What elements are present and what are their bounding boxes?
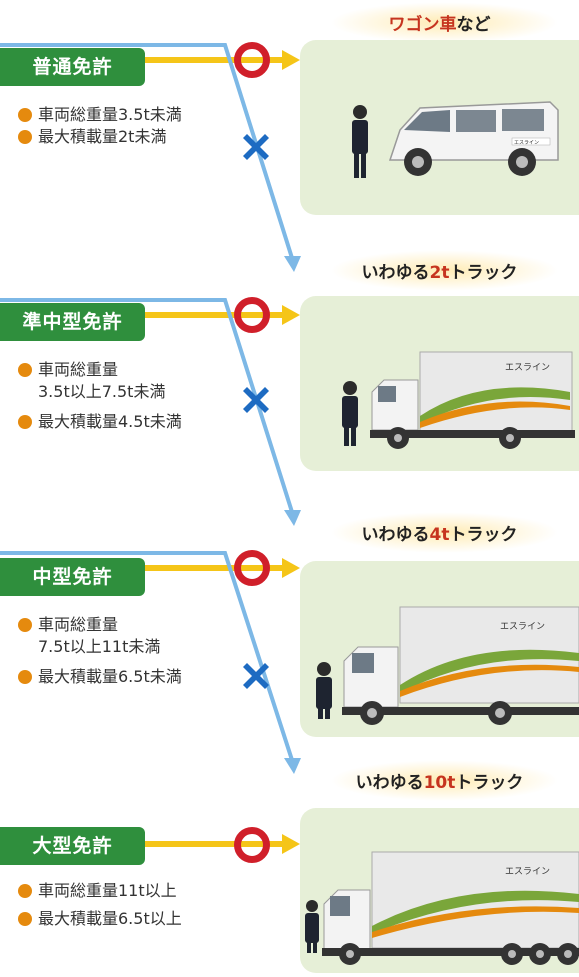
blue-arrowhead-3 <box>284 758 301 774</box>
spec-text: 車両総重量3.5t未満 <box>38 105 182 124</box>
driver-figure <box>342 381 358 446</box>
license-tag-large: 大型免許 <box>0 827 145 865</box>
spec-item: 車両総重量 7.5t以上11t未満 <box>18 614 182 658</box>
license-tag-standard: 普通免許 <box>0 48 145 86</box>
blue-line-3 <box>0 551 294 761</box>
vehicle-panel-4t: エスライン <box>300 561 579 737</box>
bullet-icon <box>18 912 32 926</box>
bullet-icon <box>18 618 32 632</box>
spec-text: 車両総重量 7.5t以上11t未満 <box>38 615 161 656</box>
ok-circle-icon <box>234 550 270 586</box>
yellow-arrowhead-4 <box>282 834 300 854</box>
spec-text: 車両総重量11t以上 <box>38 881 177 900</box>
spec-text: 最大積載量6.5t未満 <box>38 667 182 686</box>
vehicle-label-4t: いわゆる4tトラック <box>300 512 579 553</box>
blue-line-2 <box>0 298 294 513</box>
spec-text: 最大積載量6.5t以上 <box>38 909 182 928</box>
vehicle-panel-2t: エスライン <box>300 296 579 471</box>
spec-item: 最大積載量4.5t未満 <box>18 411 182 433</box>
truck-4t-icon: エスライン <box>316 606 579 725</box>
yellow-line-3 <box>145 565 285 571</box>
svg-text:エスライン: エスライン <box>505 362 550 373</box>
ok-circle-icon <box>234 42 270 78</box>
spec-text: 最大積載量4.5t未満 <box>38 412 182 431</box>
bullet-icon <box>18 415 32 429</box>
ok-circle-icon <box>234 827 270 863</box>
driver-figure <box>305 900 319 953</box>
bullet-icon <box>18 363 32 377</box>
spec-item: 最大積載量2t未満 <box>18 126 182 148</box>
license-tag-medium: 中型免許 <box>0 558 145 596</box>
yellow-line-4 <box>145 841 285 847</box>
vehicle-panel-wagon: エスライン <box>300 40 579 215</box>
specs-medium: 車両総重量 7.5t以上11t未満 最大積載量6.5t未満 <box>18 614 182 688</box>
blue-line-1 <box>0 43 294 259</box>
specs-standard: 車両総重量3.5t未満 最大積載量2t未満 <box>18 104 182 148</box>
yellow-arrowhead-2 <box>282 305 300 325</box>
vehicle-label-wagon: ワゴン車など <box>300 2 579 43</box>
bullet-icon <box>18 130 32 144</box>
spec-item: 最大積載量6.5t以上 <box>18 908 182 930</box>
bullet-icon <box>18 108 32 122</box>
vehicle-label-10t: いわゆる10tトラック <box>300 760 579 801</box>
spec-item: 車両総重量11t以上 <box>18 880 182 902</box>
truck-10t-icon: エスライン <box>305 851 579 965</box>
yellow-arrowhead-1 <box>282 50 300 70</box>
spec-item: 車両総重量3.5t未満 <box>18 104 182 126</box>
driver-figure <box>316 662 332 719</box>
truck-2t-icon: エスライン <box>342 351 575 449</box>
blue-arrowhead-1 <box>284 256 301 272</box>
spec-item: 車両総重量 3.5t以上7.5t未満 <box>18 359 182 403</box>
driver-figure <box>352 105 368 178</box>
svg-text:エスライン: エスライン <box>514 140 539 146</box>
ok-circle-icon <box>234 297 270 333</box>
spec-item: 最大積載量6.5t未満 <box>18 666 182 688</box>
specs-large: 車両総重量11t以上 最大積載量6.5t以上 <box>18 880 182 930</box>
spec-text: 最大積載量2t未満 <box>38 127 167 146</box>
ng-cross-icon <box>243 663 269 689</box>
yellow-line-1 <box>145 57 285 63</box>
yellow-line-2 <box>145 312 285 318</box>
van-icon: エスライン <box>352 101 559 178</box>
blue-arrowhead-2 <box>284 510 301 526</box>
license-tag-semi-medium: 準中型免許 <box>0 303 145 341</box>
bullet-icon <box>18 884 32 898</box>
vehicle-panel-10t: エスライン <box>300 808 579 973</box>
svg-text:エスライン: エスライン <box>505 866 550 877</box>
vehicle-label-2t: いわゆる2tトラック <box>300 250 579 291</box>
ng-cross-icon <box>243 134 269 160</box>
svg-text:エスライン: エスライン <box>500 621 545 632</box>
spec-text: 車両総重量 3.5t以上7.5t未満 <box>38 360 166 401</box>
yellow-arrowhead-3 <box>282 558 300 578</box>
specs-semi-medium: 車両総重量 3.5t以上7.5t未満 最大積載量4.5t未満 <box>18 359 182 433</box>
ng-cross-icon <box>243 387 269 413</box>
bullet-icon <box>18 670 32 684</box>
